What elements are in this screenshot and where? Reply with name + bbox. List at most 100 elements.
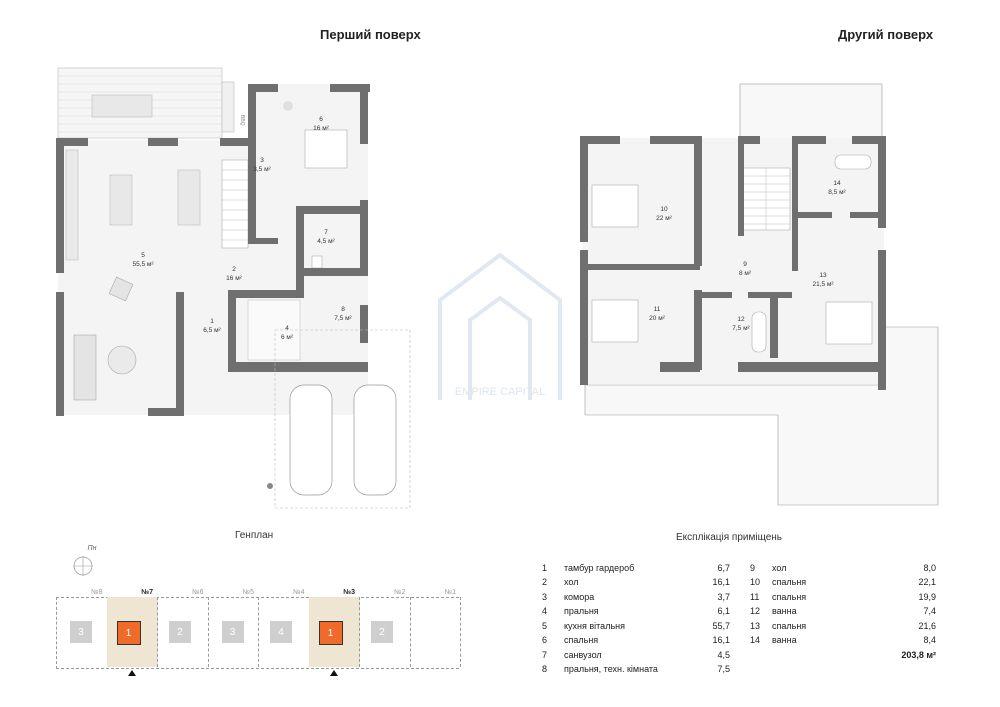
- car-left: [289, 384, 333, 496]
- legend-total-row: 203,8 м²: [750, 649, 936, 664]
- armchair: [108, 276, 134, 302]
- room-label: 2: [232, 266, 236, 273]
- lot-number: №1: [444, 589, 456, 596]
- toilet-room-7: [311, 255, 323, 269]
- room-label: 14: [833, 180, 841, 187]
- building-marker: 2: [169, 621, 191, 643]
- car-right: [353, 384, 397, 496]
- balcony-top: [739, 83, 883, 141]
- site-lot: №5 3: [208, 589, 259, 667]
- room-area: 4,5 м²: [317, 238, 335, 245]
- room-label: 5: [141, 252, 145, 259]
- entrance-light: [267, 483, 273, 489]
- lot-number: №3: [343, 589, 355, 596]
- explication-title: Експлікація приміщень: [676, 532, 782, 543]
- plant: [283, 101, 293, 111]
- room-label: 9: [743, 261, 747, 268]
- room-label: 13: [819, 272, 827, 279]
- bed-room-11: [591, 299, 639, 343]
- room-area: 21,5 м²: [812, 281, 834, 288]
- building-marker: 1: [116, 621, 141, 645]
- room-area: 8 м²: [739, 270, 752, 277]
- room-area: 22 м²: [656, 215, 673, 222]
- first-floor-room-labels: 1 6,5 м² 2 16 м² 3 3,5 м² 4 6 м² 5 55,5 …: [132, 116, 352, 341]
- room-area: 16 м²: [313, 125, 330, 132]
- bed-room-6: [304, 129, 348, 169]
- room-area: 3,5 м²: [253, 166, 271, 173]
- site-lot: №1: [410, 589, 461, 667]
- room-area: 20 м²: [649, 315, 666, 322]
- total-area: 203,8 м²: [901, 649, 936, 660]
- kitchen-counter: [65, 149, 79, 261]
- sofa: [73, 334, 97, 401]
- room-label: 1: [210, 318, 214, 325]
- second-floor-plan: [580, 83, 939, 506]
- bbq-label: BBQ: [239, 115, 245, 126]
- stairs-first: [221, 159, 249, 249]
- north-arrow-icon: Пн: [73, 545, 97, 576]
- site-lot: №4 4: [258, 589, 310, 667]
- building-marker: 3: [221, 621, 244, 643]
- lot-number: №7: [141, 589, 153, 596]
- site-plan-title: Генплан: [235, 530, 274, 541]
- bed-room-13: [825, 301, 873, 345]
- carport: [274, 329, 411, 509]
- lot-number: №6: [192, 589, 204, 596]
- building-marker: 2: [371, 621, 393, 643]
- room-label: 4: [285, 325, 289, 332]
- kitchen-island: [109, 174, 133, 226]
- site-lot: №2 2: [359, 589, 411, 667]
- room-area: 6,5 м²: [203, 327, 221, 334]
- dining-table: [177, 169, 201, 226]
- outdoor-dining-table: [91, 94, 153, 118]
- first-floor-title: Перший поверх: [320, 27, 421, 42]
- site-lot: №6 2: [157, 589, 209, 667]
- building-marker: 3: [70, 621, 92, 643]
- selected-lot-marker-icon: [329, 670, 338, 676]
- selected-lot-marker-icon: [127, 670, 136, 676]
- building-marker: 1: [318, 621, 343, 645]
- watermark-logo: EMPIRE CAPITAL: [438, 252, 562, 400]
- bathtub-room-14: [834, 154, 872, 170]
- room-label: 10: [660, 206, 668, 213]
- building-marker: 4: [270, 621, 292, 643]
- room-area: 55,5 м²: [132, 261, 154, 268]
- bbq-unit: [221, 81, 235, 133]
- room-area: 16 м²: [226, 275, 243, 282]
- bathtub-room-12: [751, 311, 767, 353]
- watermark-text: EMPIRE CAPITAL: [455, 386, 545, 398]
- bed-room-10: [591, 184, 639, 228]
- lot-number: №4: [293, 589, 305, 596]
- north-label: Пн: [88, 545, 97, 552]
- site-lot: №8 3: [56, 589, 108, 667]
- lot-number: №8: [91, 589, 103, 596]
- room-label: 8: [341, 306, 345, 313]
- room-label: 11: [654, 306, 661, 313]
- site-plan: [56, 597, 459, 669]
- room-area: 8,5 м²: [828, 189, 846, 196]
- room-label: 7: [324, 229, 328, 236]
- room-area: 7,5 м²: [732, 325, 750, 332]
- site-lot: №3 1: [308, 589, 360, 667]
- lot-number: №5: [242, 589, 254, 596]
- second-floor-title: Другий поверх: [838, 27, 934, 42]
- lot-number: №2: [394, 589, 406, 596]
- second-floor-room-labels: 9 8 м² 10 22 м² 11 20 м² 12 7,5 м² 13 21…: [649, 180, 846, 332]
- room-label: 3: [260, 157, 264, 164]
- room-label: 6: [319, 116, 323, 123]
